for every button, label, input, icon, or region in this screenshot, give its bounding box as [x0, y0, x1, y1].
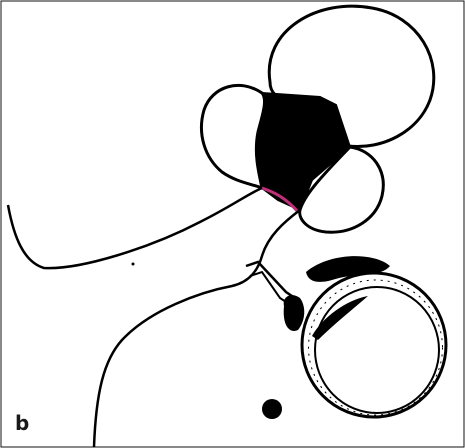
ring-inner [315, 287, 439, 413]
duct-upper-edge [246, 262, 298, 300]
ring-outer [302, 273, 446, 417]
lower-dark-spot [262, 399, 282, 419]
panel-label: b [15, 413, 29, 433]
left-dark-mass [284, 295, 305, 331]
inner-dark-band [312, 296, 368, 340]
small-dot-mark [132, 263, 135, 266]
left-lobe [201, 85, 264, 188]
outer-contour-left [8, 188, 262, 268]
ring-hatching [309, 280, 443, 415]
